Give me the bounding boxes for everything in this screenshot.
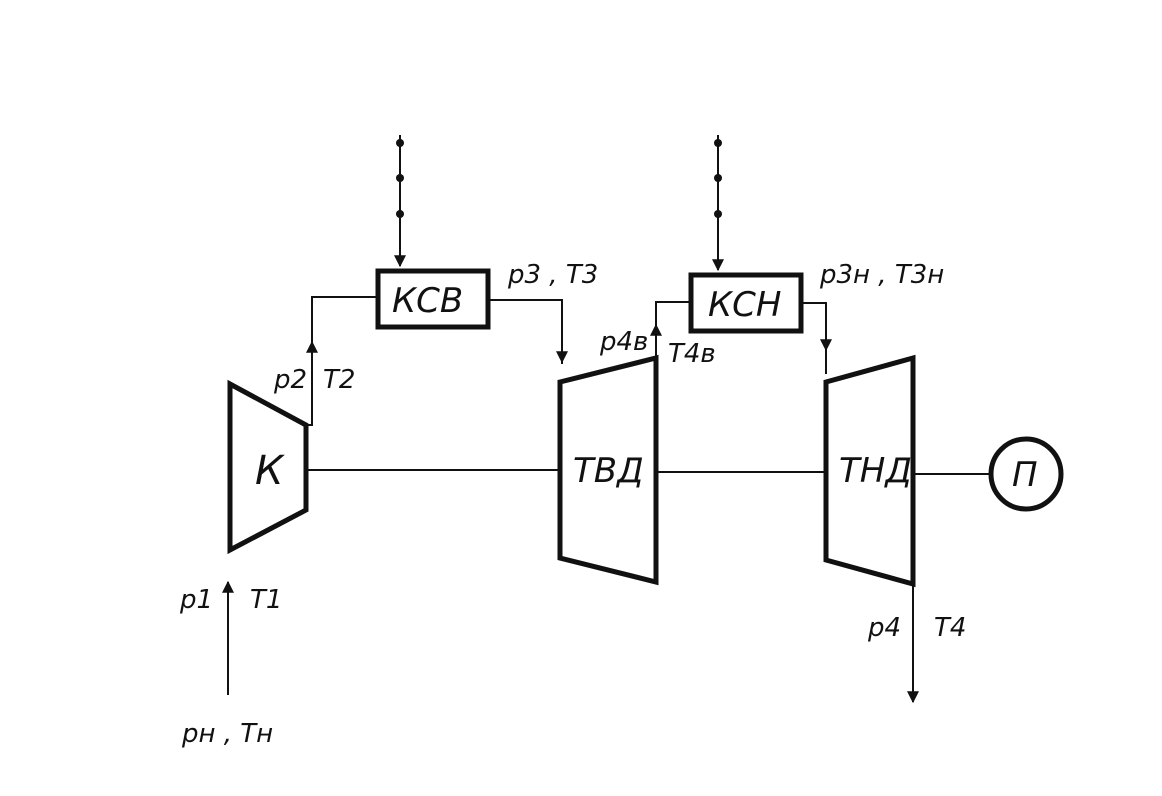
p3-label: p3 , T3 bbox=[507, 260, 598, 290]
p1-label: p1 bbox=[179, 585, 213, 615]
fuel-dot-ksn-2 bbox=[714, 174, 722, 182]
consumer-label: П bbox=[1012, 455, 1038, 495]
p2-label: p2 bbox=[273, 365, 307, 395]
fuel-dot-ksv-1 bbox=[396, 139, 404, 147]
fuel-dot-ksn-1 bbox=[714, 139, 722, 147]
t4-label: T4 bbox=[934, 613, 966, 643]
compressor-shape bbox=[227, 379, 309, 555]
t4v-label: T4в bbox=[668, 339, 716, 369]
fuel-dot-ksv-3 bbox=[396, 210, 404, 218]
fuel-dot-ksn-3 bbox=[714, 210, 722, 218]
p4v-label: p4в bbox=[599, 327, 648, 357]
tvd-label: ТВД bbox=[573, 451, 644, 491]
consumer-circle bbox=[988, 436, 1064, 512]
p4-label: p4 bbox=[867, 613, 901, 643]
fuel-dot-ksv-2 bbox=[396, 174, 404, 182]
tnd-label: ТНД bbox=[839, 451, 912, 491]
pipe-to-ksv bbox=[311, 296, 378, 342]
ambient-label: pн , Tн bbox=[181, 719, 273, 749]
pipe-ksn-to-tnd bbox=[801, 302, 827, 374]
tvd-shape bbox=[557, 354, 659, 586]
t2-label: T2 bbox=[323, 365, 355, 395]
t1-label: T1 bbox=[250, 585, 282, 615]
ksn-label: КСН bbox=[708, 285, 781, 325]
ksv-label: КСВ bbox=[392, 281, 463, 321]
compressor-label: К bbox=[255, 448, 285, 494]
compressor-outlet-line bbox=[306, 343, 313, 426]
pipe-ksv-to-tvd bbox=[488, 299, 563, 364]
p3n-label: p3н , T3н bbox=[819, 260, 944, 290]
